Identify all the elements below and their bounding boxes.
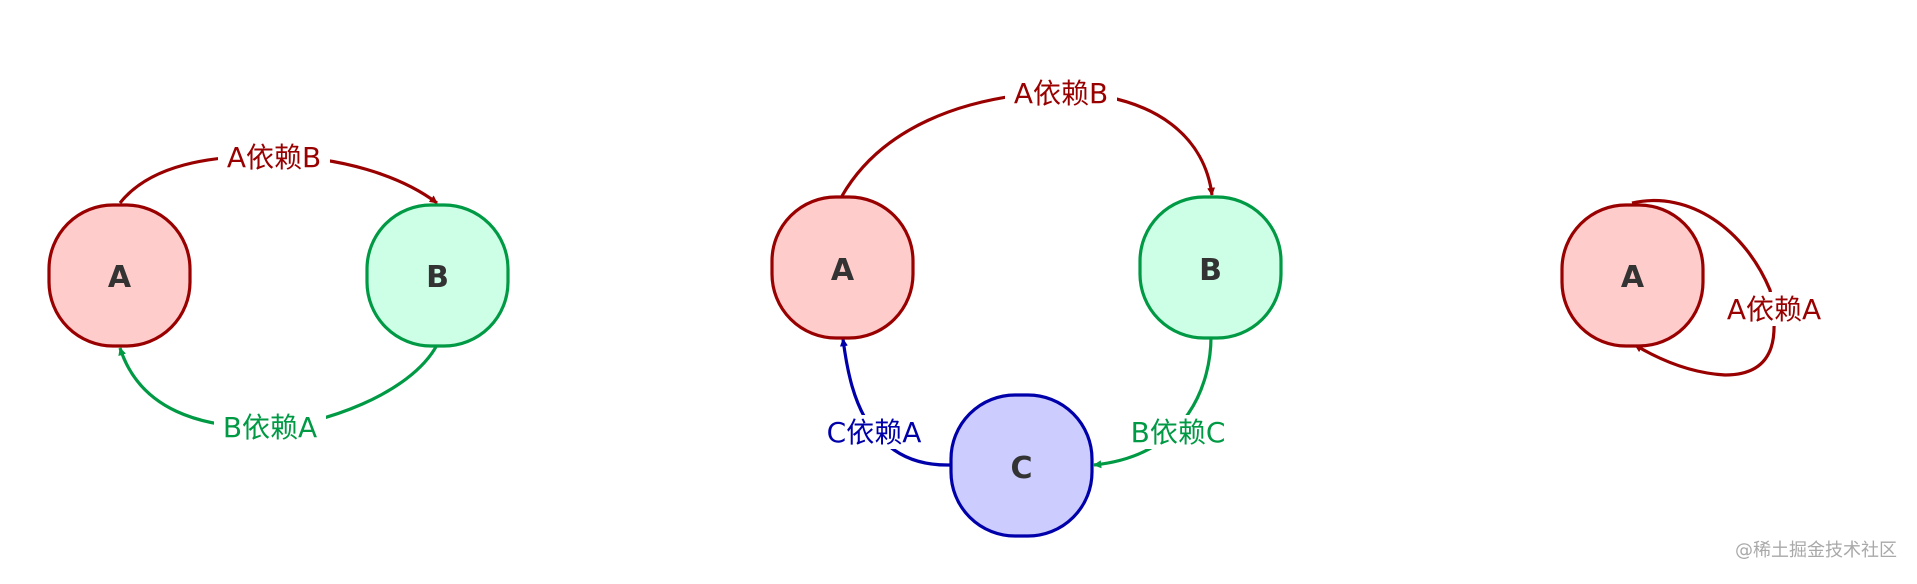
svg-text:A: A: [108, 260, 132, 295]
svg-text:A: A: [831, 253, 855, 288]
watermark-text: @稀土掘金技术社区: [1735, 540, 1897, 561]
node-a: A: [770, 195, 915, 340]
diagram-self-loop: A依赖A A: [1560, 198, 1830, 377]
edge-label-a-to-b: A依赖B: [227, 141, 321, 174]
edge-label-a-to-b: A依赖B: [1014, 77, 1108, 110]
node-a: A: [47, 203, 192, 348]
edge-label-c-to-a: C依赖A: [827, 416, 922, 449]
node-c: C: [949, 393, 1094, 538]
node-b: B: [365, 203, 510, 348]
diagram-two-node-cycle: A依赖B B依赖A A B: [47, 140, 510, 444]
diagram-three-node-cycle: A依赖B B依赖C C依赖A A B C: [770, 76, 1283, 538]
svg-text:C: C: [1010, 451, 1032, 486]
edge-label-b-to-a: B依赖A: [223, 411, 317, 444]
svg-text:B: B: [1199, 253, 1222, 288]
node-b: B: [1138, 195, 1283, 340]
node-a: A: [1560, 203, 1705, 348]
svg-text:A: A: [1621, 260, 1645, 295]
edge-b-to-c: [1093, 336, 1213, 469]
edge-a-to-a: [1631, 198, 1776, 377]
edge-label-b-to-c: B依赖C: [1131, 416, 1226, 449]
svg-text:B: B: [426, 260, 449, 295]
edge-label-a-to-a: A依赖A: [1727, 293, 1821, 326]
